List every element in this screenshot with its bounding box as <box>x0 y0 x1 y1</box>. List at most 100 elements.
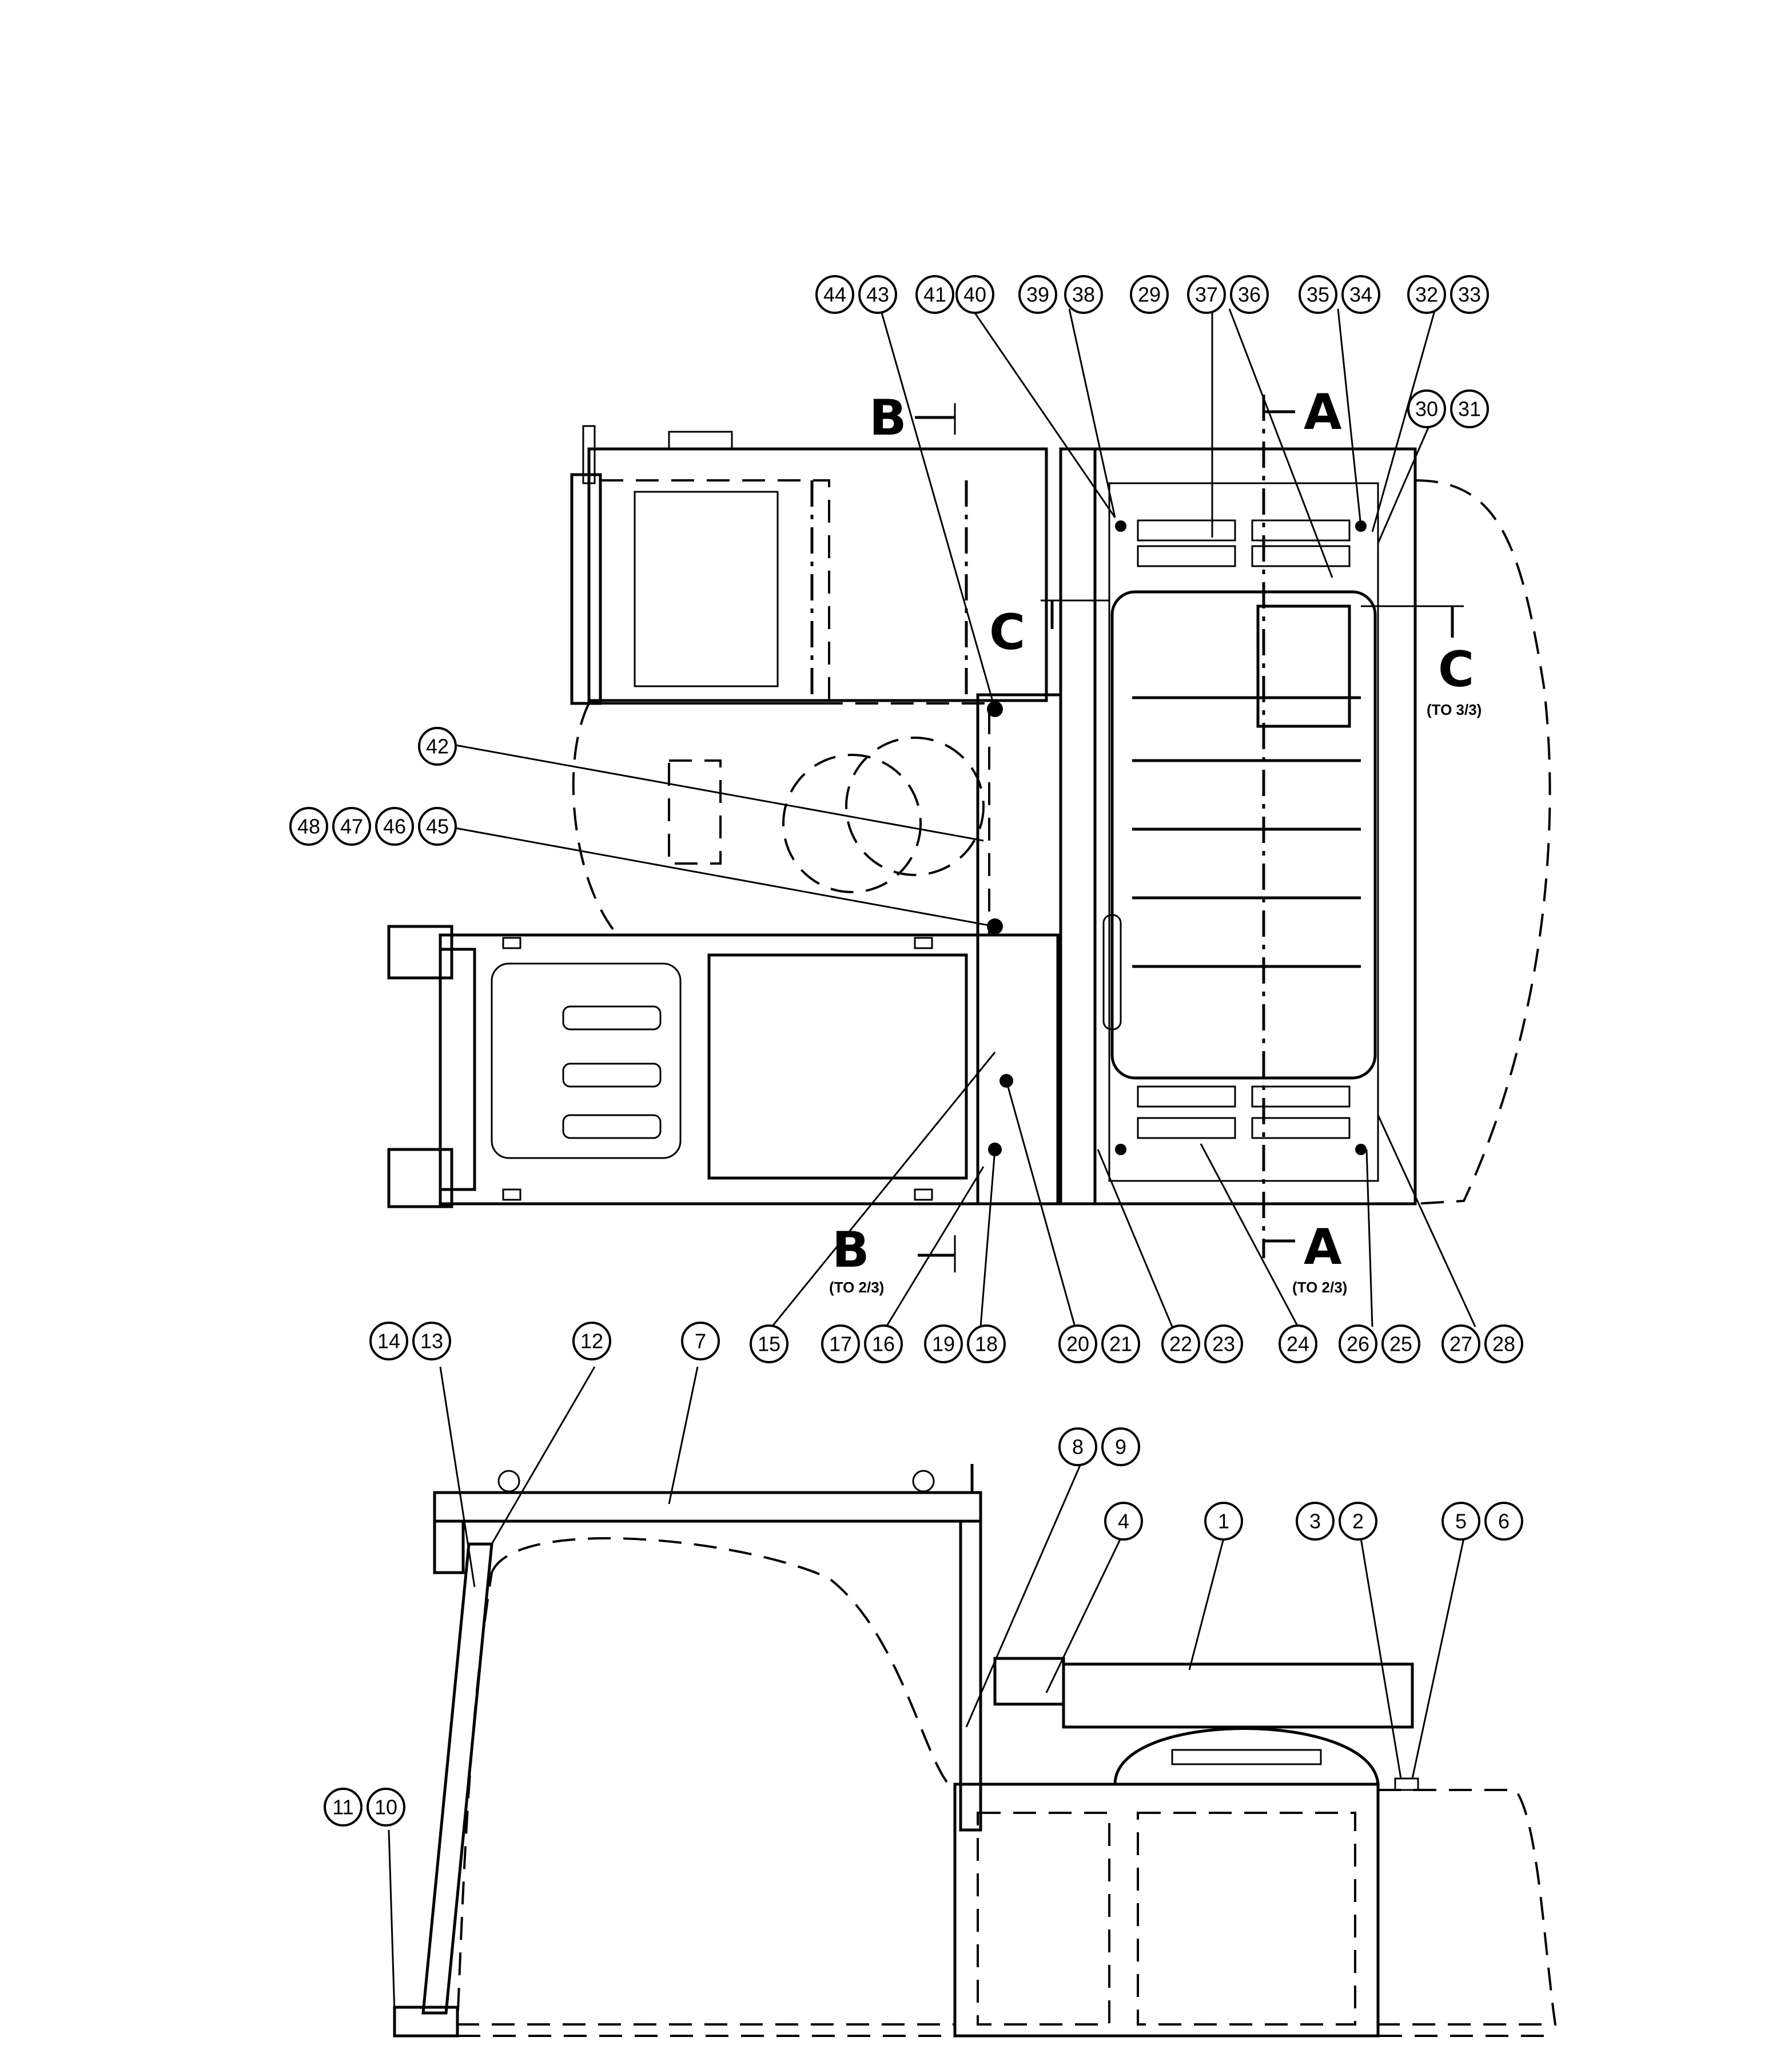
right-dashed-bulge <box>1415 479 1551 1205</box>
balloon-32: 32 <box>1407 275 1446 314</box>
svg-text:6: 6 <box>1498 1510 1510 1533</box>
battery-frame <box>1110 590 1377 1080</box>
balloon-22: 22 <box>1161 1324 1200 1363</box>
section-a-bottom-label: A <box>1304 1219 1342 1276</box>
balloons: 44 43 41 40 39 38 29 37 36 35 34 32 33 3… <box>289 275 1523 1827</box>
svg-text:48: 48 <box>297 815 320 838</box>
upper-left-box <box>634 491 779 687</box>
svg-text:38: 38 <box>1072 283 1095 307</box>
svg-text:3: 3 <box>1309 1510 1321 1533</box>
svg-text:21: 21 <box>1109 1332 1132 1356</box>
balloon-39: 39 <box>1018 275 1057 314</box>
guard-rear-post <box>959 1519 982 1832</box>
svg-text:31: 31 <box>1458 397 1481 421</box>
balloon-37: 37 <box>1187 275 1226 314</box>
balloon-44: 44 <box>815 275 854 314</box>
balloon-23: 23 <box>1204 1324 1243 1363</box>
battery-box-outer <box>1093 447 1417 1205</box>
balloon-3: 3 <box>1296 1502 1335 1541</box>
balloon-2: 2 <box>1339 1502 1377 1541</box>
lower-left-inner <box>491 962 682 1159</box>
lower-left-panel <box>707 953 968 1180</box>
lower-left-side-rail <box>439 948 476 1191</box>
balloon-6: 6 <box>1484 1502 1523 1541</box>
svg-text:47: 47 <box>340 815 363 838</box>
leader-lines <box>388 308 1476 2014</box>
upper-left-rail <box>570 473 602 705</box>
balloon-34: 34 <box>1341 275 1380 314</box>
balloon-27: 27 <box>1441 1324 1480 1363</box>
svg-text:7: 7 <box>695 1330 706 1353</box>
section-c-left-label: C <box>989 604 1025 661</box>
svg-text:30: 30 <box>1415 397 1438 421</box>
svg-text:11: 11 <box>332 1796 353 1819</box>
svg-text:1: 1 <box>1218 1510 1229 1533</box>
section-b-top-label: B <box>869 389 907 447</box>
svg-text:29: 29 <box>1138 283 1161 307</box>
balloon-5: 5 <box>1441 1502 1480 1541</box>
svg-text:17: 17 <box>829 1332 852 1356</box>
section-c-right-label: C <box>1438 641 1474 698</box>
battery-clamp <box>1256 604 1351 728</box>
svg-text:4: 4 <box>1118 1510 1129 1533</box>
balloon-36: 36 <box>1230 275 1269 314</box>
svg-text:10: 10 <box>375 1796 397 1819</box>
battery-cover <box>1113 1727 1380 1786</box>
balloon-33: 33 <box>1450 275 1489 314</box>
balloon-19: 19 <box>924 1324 963 1363</box>
balloon-38: 38 <box>1064 275 1103 314</box>
section-a-ref: (TO 2/3) <box>1292 1279 1347 1296</box>
svg-text:39: 39 <box>1026 283 1049 307</box>
svg-text:41: 41 <box>923 283 946 307</box>
balloon-24: 24 <box>1279 1324 1317 1363</box>
engine-hood <box>1062 1662 1414 1729</box>
svg-text:25: 25 <box>1389 1332 1412 1356</box>
svg-text:23: 23 <box>1212 1332 1235 1356</box>
svg-text:35: 35 <box>1307 283 1329 307</box>
svg-text:9: 9 <box>1115 1435 1126 1459</box>
upper-left-frame <box>587 447 1048 702</box>
balloon-8: 8 <box>1058 1427 1097 1466</box>
balloon-4: 4 <box>1104 1502 1143 1541</box>
balloon-7: 7 <box>681 1322 720 1360</box>
balloon-43: 43 <box>858 275 897 314</box>
balloon-16: 16 <box>864 1324 903 1363</box>
svg-text:40: 40 <box>963 283 986 307</box>
svg-text:18: 18 <box>975 1332 998 1356</box>
svg-text:2: 2 <box>1352 1510 1364 1533</box>
balloon-26: 26 <box>1339 1324 1377 1363</box>
svg-text:32: 32 <box>1415 283 1438 307</box>
balloon-35: 35 <box>1299 275 1337 314</box>
svg-text:42: 42 <box>426 735 449 758</box>
svg-text:33: 33 <box>1458 283 1481 307</box>
balloon-46: 46 <box>375 807 414 846</box>
svg-text:34: 34 <box>1349 283 1372 307</box>
balloon-30: 30 <box>1407 389 1446 428</box>
balloon-41: 41 <box>915 275 954 314</box>
balloon-17: 17 <box>821 1324 860 1363</box>
balloon-11: 11 <box>324 1788 363 1827</box>
svg-text:15: 15 <box>758 1332 780 1356</box>
svg-text:16: 16 <box>872 1332 895 1356</box>
balloon-1: 1 <box>1204 1502 1243 1541</box>
balloon-28: 28 <box>1484 1324 1523 1363</box>
balloon-12: 12 <box>572 1322 611 1360</box>
section-b-ref: (TO 2/3) <box>829 1279 884 1296</box>
guard-top-beam <box>433 1491 982 1523</box>
balloon-15: 15 <box>750 1324 789 1363</box>
balloon-42: 42 <box>418 727 457 766</box>
balloon-48: 48 <box>289 807 328 846</box>
section-a-top-label: A <box>1304 384 1342 441</box>
balloon-45: 45 <box>418 807 457 846</box>
svg-text:5: 5 <box>1455 1510 1467 1533</box>
svg-text:20: 20 <box>1066 1332 1089 1356</box>
svg-text:36: 36 <box>1238 283 1261 307</box>
svg-text:8: 8 <box>1072 1435 1084 1459</box>
plan-view <box>387 395 1551 1258</box>
svg-text:12: 12 <box>580 1330 603 1353</box>
balloon-25: 25 <box>1381 1324 1420 1363</box>
balloon-20: 20 <box>1058 1324 1097 1363</box>
svg-text:19: 19 <box>932 1332 955 1356</box>
svg-text:27: 27 <box>1449 1332 1472 1356</box>
